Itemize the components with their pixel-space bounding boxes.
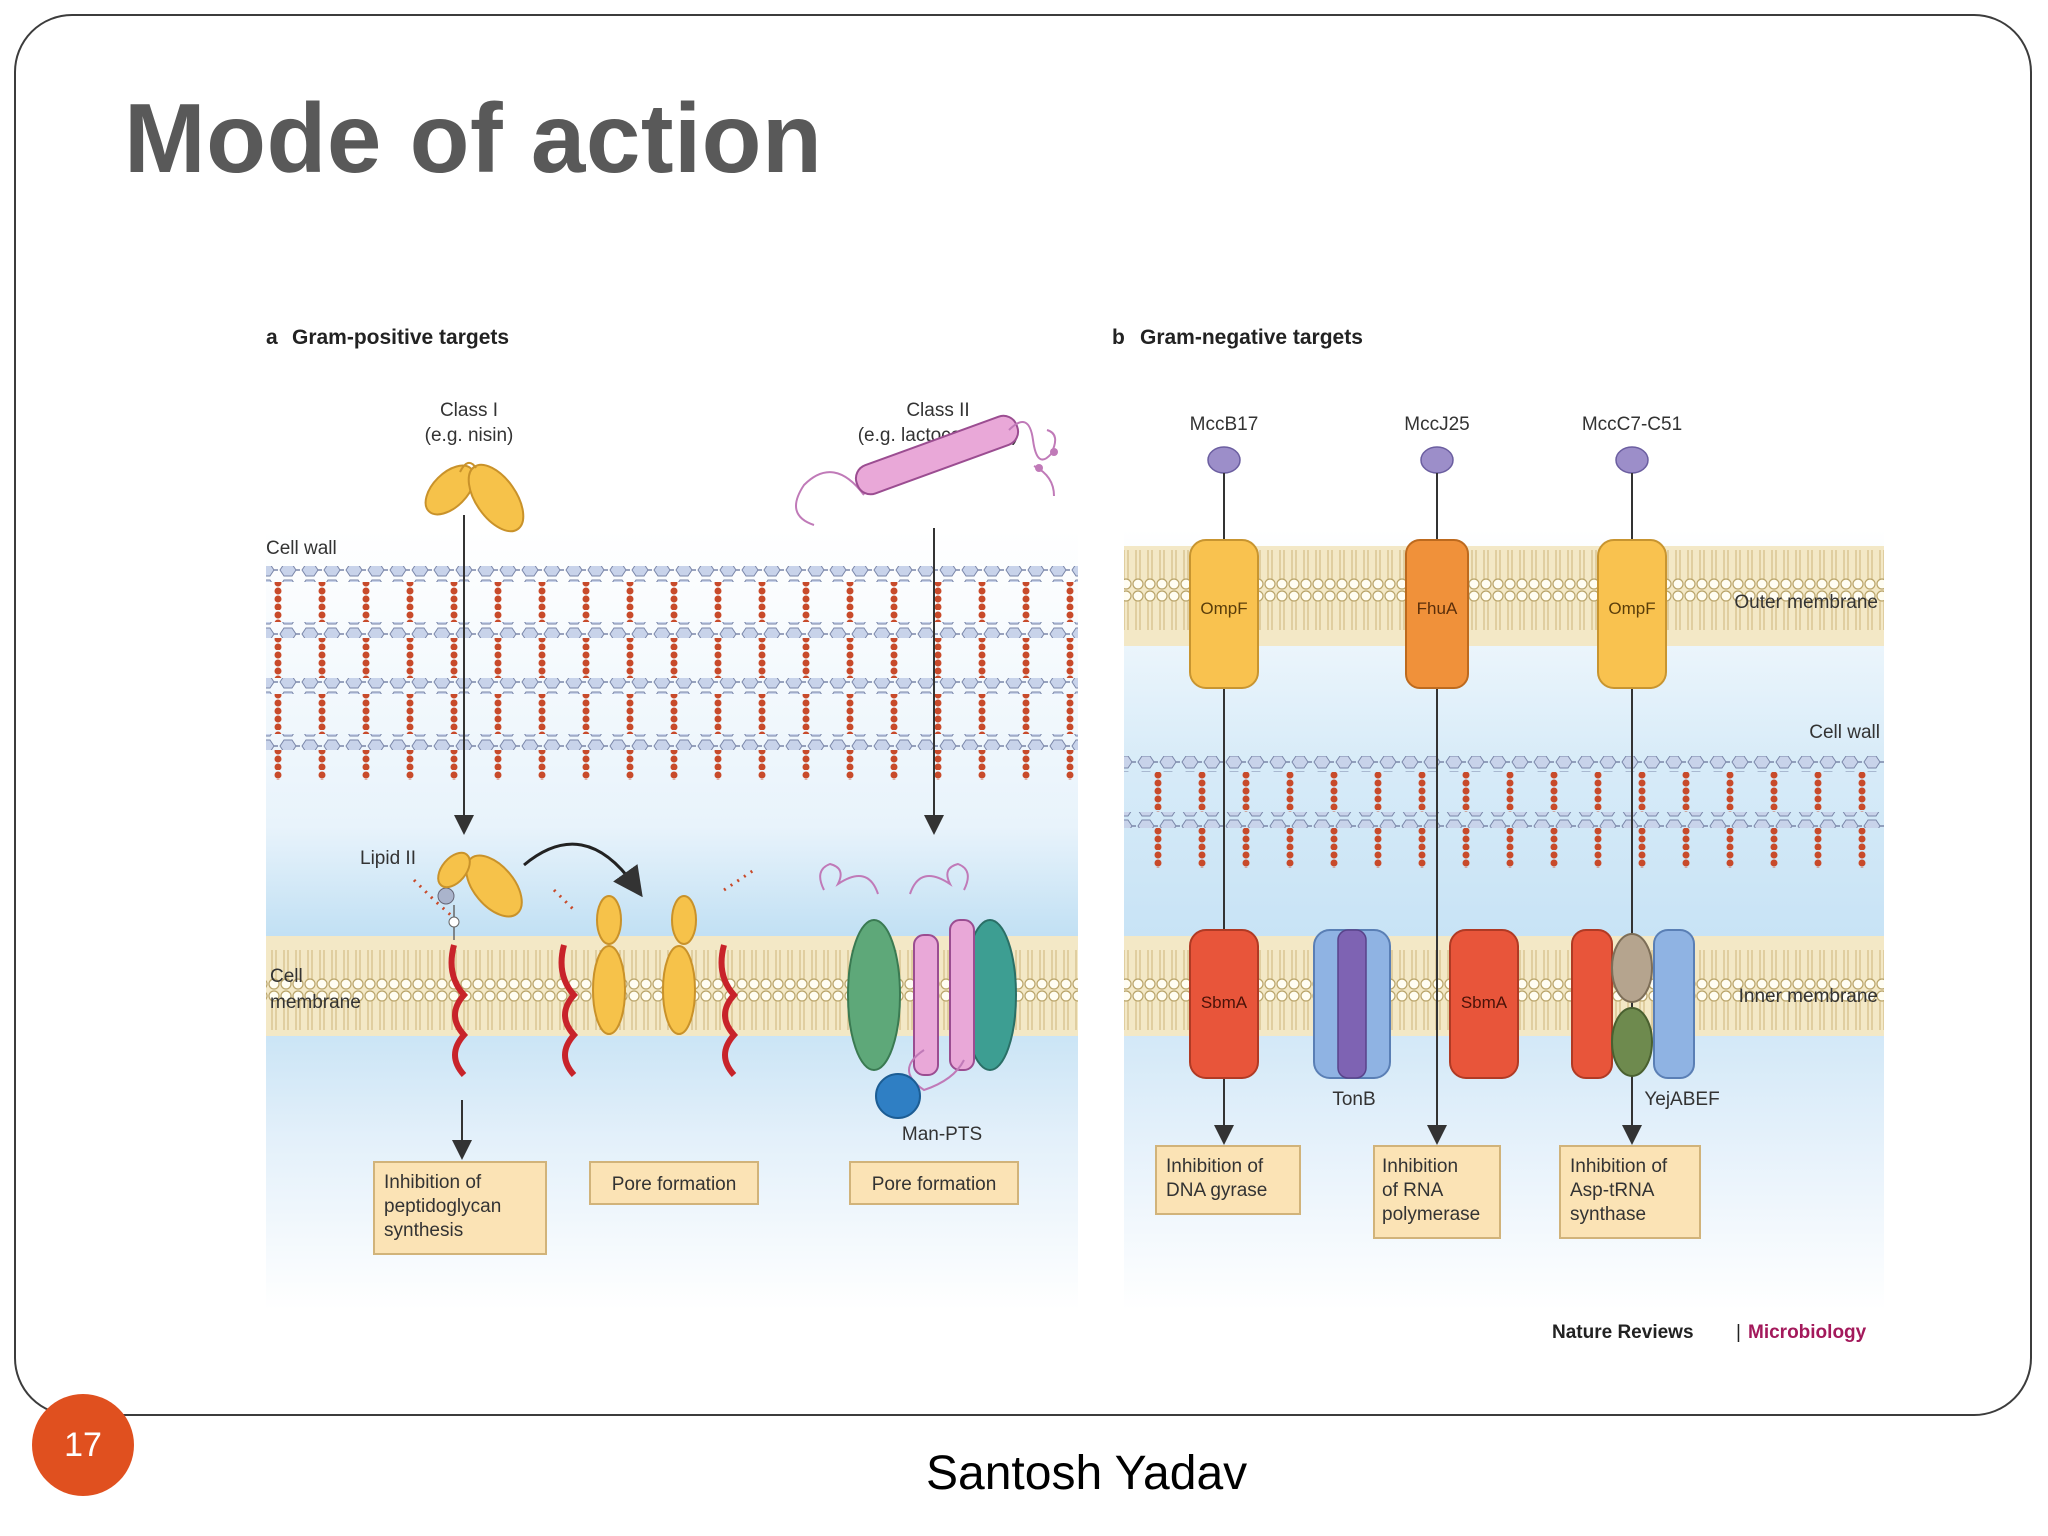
box-a3-text: Pore formation	[872, 1174, 997, 1195]
cell-membrane-label-1: Cell	[270, 966, 303, 987]
ompf-label-1: OmpF	[1200, 599, 1247, 618]
credit-journal: Nature Reviews	[1552, 1322, 1694, 1343]
slide-footer-author: Santosh Yadav	[926, 1447, 1248, 1500]
credit-section: Microbiology	[1748, 1322, 1867, 1343]
fhua-label: FhuA	[1417, 599, 1458, 618]
sbma-label-1: SbmA	[1201, 993, 1248, 1012]
mccc7-label: MccC7-C51	[1582, 414, 1682, 435]
nisin-molecule	[424, 461, 525, 533]
box-b1-line1: Inhibition of	[1166, 1156, 1264, 1177]
inner-membrane-label: Inner membrane	[1739, 986, 1878, 1007]
figure-credit: Nature Reviews | Microbiology	[1552, 1322, 1867, 1343]
outcome-box-asp-trna-synthase: Inhibition of Asp-tRNA synthase	[1559, 1145, 1701, 1239]
box-a1-line2: peptidoglycan	[384, 1196, 501, 1217]
class1-example: (e.g. nisin)	[425, 425, 514, 446]
cell-wall-peptidoglycan-b	[1124, 756, 1884, 868]
cell-wall-peptidoglycan-a	[266, 566, 1078, 780]
cell-wall-label-b: Cell wall	[1809, 722, 1880, 743]
lipid-ii-nisin-complex	[412, 842, 643, 1078]
panel-a-gram-positive: a Gram-positive targets Class I (e.g. ni…	[266, 326, 1078, 1310]
lipid-ii-label: Lipid II	[360, 848, 416, 869]
box-b2-line1: Inhibition	[1382, 1156, 1458, 1177]
mccc7-molecule	[1615, 446, 1649, 474]
outcome-box-rna-polymerase: Inhibition of RNA polymerase	[1373, 1145, 1501, 1239]
box-b3-line1: Inhibition of	[1570, 1156, 1668, 1177]
box-b2-line3: polymerase	[1382, 1204, 1480, 1225]
outcome-box-inhibition-peptidoglycan: Inhibition of peptidoglycan synthesis	[373, 1161, 547, 1255]
box-b3-line3: synthase	[1570, 1204, 1646, 1225]
outcome-box-pore-formation-2: Pore formation	[849, 1161, 1019, 1205]
panel-b-heading: Gram-negative targets	[1140, 326, 1363, 349]
ompf-porin-1	[1189, 539, 1259, 689]
mode-of-action-figure: a Gram-positive targets Class I (e.g. ni…	[266, 326, 1884, 1343]
ompf-label-2: OmpF	[1608, 599, 1655, 618]
lactococcin-molecule	[795, 414, 1058, 526]
box-b1-line2: DNA gyrase	[1166, 1180, 1267, 1201]
panel-a-letter: a	[266, 326, 278, 349]
outcome-box-dna-gyrase: Inhibition of DNA gyrase	[1155, 1145, 1301, 1215]
mccj25-label: MccJ25	[1404, 414, 1469, 435]
tonb-label: TonB	[1332, 1089, 1375, 1110]
yejabef-complex	[1571, 929, 1695, 1079]
ompf-porin-2	[1597, 539, 1667, 689]
slide-title: Mode of action	[124, 83, 823, 193]
mccb17-label: MccB17	[1190, 414, 1259, 435]
box-a2-text: Pore formation	[612, 1174, 737, 1195]
mccb17-molecule	[1207, 446, 1241, 474]
cell-membrane-label-2: membrane	[270, 992, 361, 1013]
tonb-complex	[1313, 929, 1391, 1079]
panel-a-heading: Gram-positive targets	[292, 326, 509, 349]
pore-lipid-ii-2	[662, 868, 755, 1078]
cell-wall-label-a: Cell wall	[266, 538, 337, 559]
fhua-receptor	[1405, 539, 1469, 689]
class2-label: Class II	[906, 400, 969, 421]
yejabef-label: YejABEF	[1644, 1089, 1719, 1110]
sbma-transporter-1	[1189, 929, 1259, 1079]
pore-lipid-ii-1	[552, 888, 626, 1078]
outcome-box-pore-formation-1: Pore formation	[589, 1161, 759, 1205]
box-a1-line1: Inhibition of	[384, 1172, 482, 1193]
sbma-transporter-2	[1449, 929, 1519, 1079]
slide-number-badge: 17	[32, 1394, 134, 1496]
class1-label: Class I	[440, 400, 498, 421]
box-a1-line3: synthesis	[384, 1220, 463, 1241]
box-b2-line2: of RNA	[1382, 1180, 1444, 1201]
man-pts-complex	[819, 862, 1017, 1119]
panel-b-letter: b	[1112, 326, 1125, 349]
credit-separator: |	[1736, 1322, 1741, 1343]
outer-membrane-label: Outer membrane	[1734, 592, 1878, 613]
panel-b-gram-negative: b Gram-negative targets MccB17 MccJ25 Mc…	[1112, 326, 1884, 1310]
sbma-label-2: SbmA	[1461, 993, 1508, 1012]
mccj25-molecule	[1420, 446, 1454, 474]
box-b3-line2: Asp-tRNA	[1570, 1180, 1655, 1201]
man-pts-label: Man-PTS	[902, 1124, 982, 1145]
